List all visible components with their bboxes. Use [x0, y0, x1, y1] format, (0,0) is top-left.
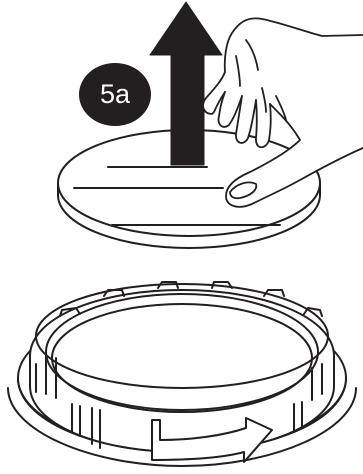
locking-ring [8, 282, 356, 466]
step-label: 5a [100, 81, 130, 108]
step-badge: 5a [79, 63, 151, 126]
